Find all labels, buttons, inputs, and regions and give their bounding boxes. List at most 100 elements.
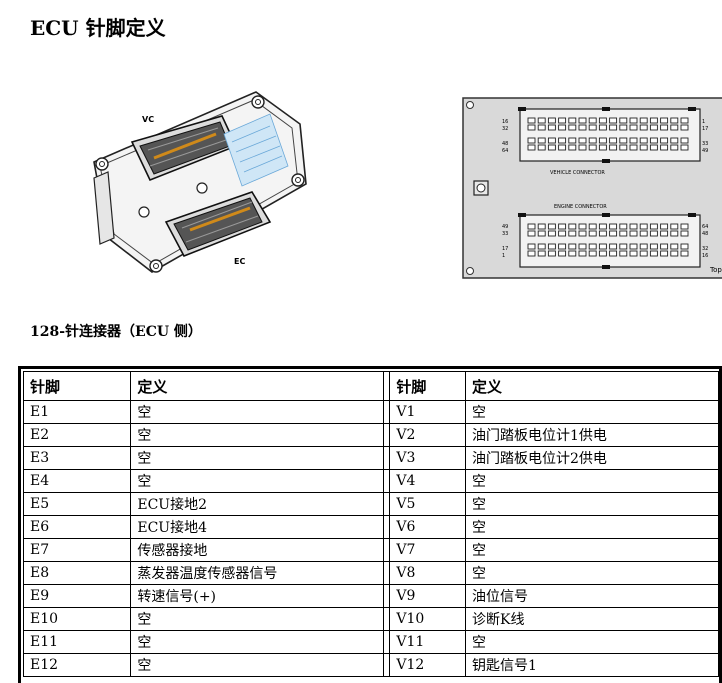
definition-cell: 钥匙信号1 xyxy=(464,653,719,677)
pin-cell: E4 xyxy=(22,469,132,493)
connector-pin xyxy=(598,144,607,151)
connector-pin xyxy=(660,243,669,250)
connector-pin xyxy=(547,137,556,144)
svg-text:1: 1 xyxy=(702,119,705,125)
svg-text:33: 33 xyxy=(502,231,508,237)
connector-pin xyxy=(619,124,628,131)
svg-text:32: 32 xyxy=(502,126,508,132)
pin-cell: V2 xyxy=(389,423,466,447)
pin-cell: V9 xyxy=(389,584,466,608)
connector-pin xyxy=(670,223,679,230)
connector-pin xyxy=(609,230,618,237)
definition-cell: 油位信号 xyxy=(464,584,719,608)
pin-cell: E12 xyxy=(22,653,132,677)
connector-pin xyxy=(609,243,618,250)
connector-pin xyxy=(649,230,658,237)
definition-cell: 空 xyxy=(130,400,385,424)
connector-pin xyxy=(639,243,648,250)
svg-text:16: 16 xyxy=(502,119,508,125)
svg-text:1: 1 xyxy=(502,253,505,259)
connector-pin xyxy=(558,137,567,144)
connector-pin xyxy=(537,144,546,151)
connector-pin xyxy=(680,144,689,151)
connector-pin xyxy=(598,230,607,237)
connector-pin xyxy=(649,137,658,144)
pin-cell: E1 xyxy=(22,400,132,424)
connector-pin xyxy=(649,250,658,257)
definition-cell: 空 xyxy=(464,630,719,654)
connector-pin xyxy=(568,124,577,131)
pin-cell: V1 xyxy=(389,400,466,424)
definition-cell: 传感器接地 xyxy=(130,538,385,562)
connector-pin xyxy=(609,137,618,144)
connector-pin xyxy=(629,250,638,257)
connector-pin xyxy=(639,117,648,124)
connector-pin xyxy=(660,230,669,237)
connector-pin xyxy=(568,137,577,144)
connector-pin xyxy=(547,223,556,230)
connector-pin xyxy=(568,250,577,257)
connector-pin xyxy=(578,124,587,131)
connector-pin xyxy=(558,243,567,250)
connector-pin xyxy=(639,223,648,230)
connector-pin xyxy=(639,230,648,237)
connector-pin xyxy=(537,243,546,250)
svg-text:49: 49 xyxy=(702,148,708,154)
pin-cell: E2 xyxy=(22,423,132,447)
connector-pin xyxy=(527,250,536,257)
connector-pin xyxy=(649,144,658,151)
connector-pin xyxy=(680,117,689,124)
definition-cell: 空 xyxy=(130,423,385,447)
connector-pin xyxy=(598,124,607,131)
connector-pin xyxy=(619,230,628,237)
connector-pin xyxy=(537,223,546,230)
definition-cell: 诊断K线 xyxy=(464,607,719,631)
header-pin-e: 针脚 xyxy=(22,371,132,401)
connector-pin xyxy=(537,117,546,124)
definition-cell: 空 xyxy=(464,492,719,516)
connector-pin xyxy=(670,144,679,151)
connector-pin xyxy=(670,117,679,124)
connector-pin xyxy=(639,124,648,131)
connector-pin xyxy=(568,243,577,250)
connector-pin xyxy=(558,117,567,124)
connector-pin xyxy=(629,117,638,124)
connector-pin xyxy=(619,243,628,250)
vehicle-connector-label: VEHICLE CONNECTOR xyxy=(550,170,605,176)
connector-pin xyxy=(588,230,597,237)
svg-text:48: 48 xyxy=(702,231,708,237)
connector-pin xyxy=(558,124,567,131)
definition-cell: 空 xyxy=(464,538,719,562)
pin-cell: E10 xyxy=(22,607,132,631)
connector-pin xyxy=(639,144,648,151)
pin-cell: V8 xyxy=(389,561,466,585)
connector-pin xyxy=(609,144,618,151)
connector-pin xyxy=(527,124,536,131)
connector-pin xyxy=(578,250,587,257)
pin-cell: E9 xyxy=(22,584,132,608)
header-pin-v: 针脚 xyxy=(389,371,466,401)
svg-text:16: 16 xyxy=(702,253,708,259)
pin-cell: E5 xyxy=(22,492,132,516)
connector-pin xyxy=(527,144,536,151)
svg-text:33: 33 xyxy=(702,141,708,147)
connector-pin xyxy=(578,144,587,151)
connector-pin xyxy=(598,250,607,257)
connector-pin xyxy=(527,117,536,124)
definition-cell: ECU接地4 xyxy=(130,515,385,539)
pin-cell: V3 xyxy=(389,446,466,470)
connector-pin xyxy=(680,137,689,144)
connector-pin xyxy=(547,230,556,237)
connector-pin xyxy=(680,230,689,237)
page-title: ECU 针脚定义 xyxy=(30,16,166,40)
connector-pin xyxy=(670,137,679,144)
connector-pin xyxy=(660,137,669,144)
connector-pin xyxy=(598,137,607,144)
